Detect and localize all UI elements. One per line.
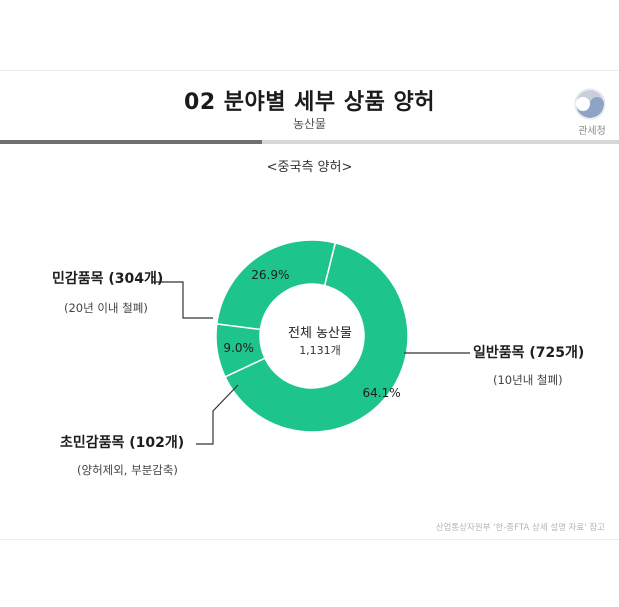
source-note: 산업통상자원부 '한-중FTA 상세 설명 자료' 참고 <box>435 523 605 533</box>
section-title: <중국측 양허> <box>266 160 353 175</box>
donut-center-value: 1,131개 <box>299 344 341 357</box>
slice-percent-general: 64.1% <box>362 386 401 401</box>
progress-bar-dark <box>0 140 262 144</box>
page-subtitle: 농산물 <box>292 117 327 131</box>
donut-center-label: 전체 농산물 <box>288 326 352 341</box>
logo-text: 관세청 <box>578 126 606 137</box>
slice-percent-sensitive: 26.9% <box>251 267 290 282</box>
leader-line-ultra-sensitive <box>196 384 239 445</box>
label-sensitive: 민감품목 (304개) <box>52 271 164 287</box>
note-ultra-sensitive: (양허제외, 부분감축) <box>77 463 178 477</box>
progress-bar-light <box>262 140 619 144</box>
slice-sensitive <box>215 239 337 331</box>
label-general: 일반품목 (725개) <box>473 345 585 361</box>
logo: 관세청 <box>570 84 610 140</box>
label-ultra-sensitive: 초민감품목 (102개) <box>60 435 185 451</box>
leader-line-sensitive <box>152 281 213 319</box>
content-card <box>0 70 619 540</box>
slice-general <box>224 241 409 433</box>
note-sensitive: (20년 이내 철폐) <box>64 301 148 315</box>
slice-percent-ultra-sensitive: 9.0% <box>223 340 254 355</box>
note-general: (10년내 철폐) <box>493 373 563 387</box>
taegeuk-logo-icon <box>574 88 606 120</box>
page-title: 02 분야별 세부 상품 양허 <box>184 90 435 115</box>
